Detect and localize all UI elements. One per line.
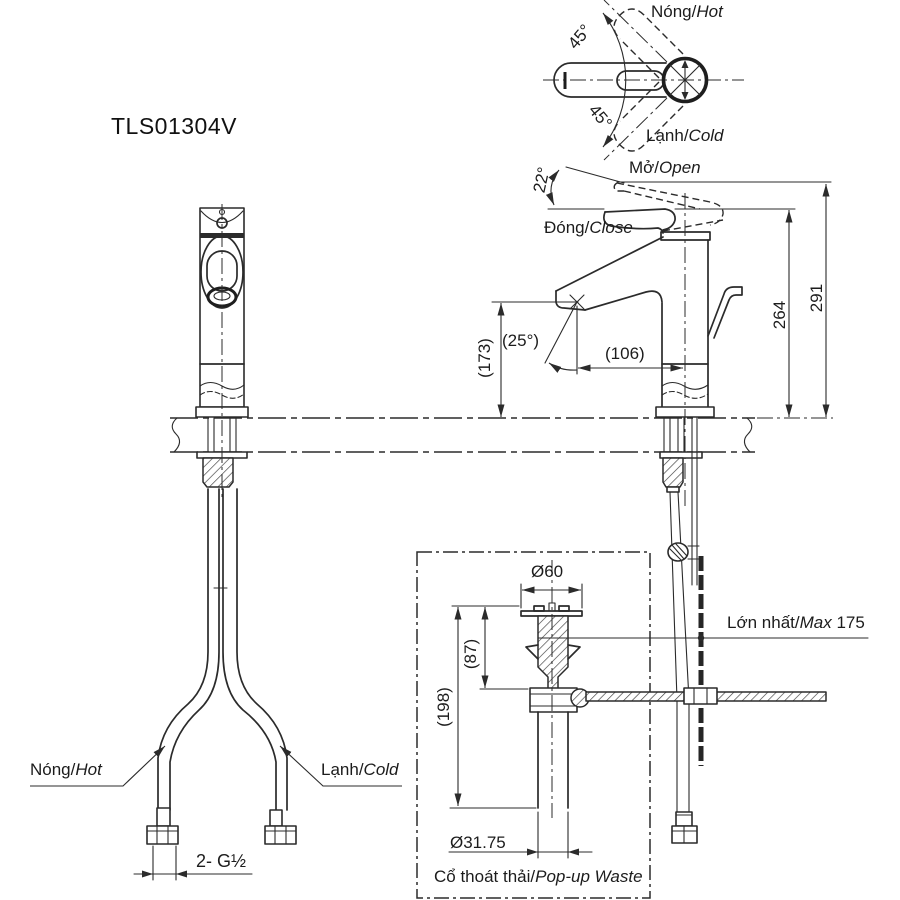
dim-198: (198)	[434, 687, 454, 727]
dim-87: (87)	[461, 638, 481, 670]
popup-linkage	[537, 634, 869, 705]
front-view	[30, 204, 402, 881]
popup-waste-caption: Cổ thoát thải/Pop-up Waste	[434, 867, 643, 886]
dim-291: 291	[807, 283, 827, 313]
close-label: Đóng/Close	[544, 218, 633, 237]
dim-264: 264	[770, 300, 790, 330]
dim-pipe-dia: Ø31.75	[450, 833, 506, 852]
side-view-underdeck	[659, 417, 704, 844]
dim-106: (106)	[605, 344, 645, 363]
counter-deck	[170, 417, 833, 453]
dim-173: (173)	[475, 338, 495, 378]
thread-spec: 2- G½	[196, 851, 247, 871]
side-view	[491, 166, 832, 510]
supply-hot-label: Nóng/Hot	[30, 760, 102, 779]
top-view	[543, 0, 744, 161]
topview-hot-label: Nóng/Hot	[651, 2, 723, 21]
open-label: Mở/Open	[629, 158, 701, 177]
dim-flange-dia: Ø60	[531, 562, 564, 581]
topview-cold-label: Lạnh/Cold	[646, 126, 724, 145]
supply-cold-label: Lạnh/Cold	[321, 760, 399, 779]
angle-25: (25°)	[502, 331, 540, 350]
model-number: TLS01304V	[111, 113, 237, 139]
max-rod-label: Lớn nhất/Max 175	[727, 613, 865, 632]
popup-waste-detail	[416, 551, 651, 899]
